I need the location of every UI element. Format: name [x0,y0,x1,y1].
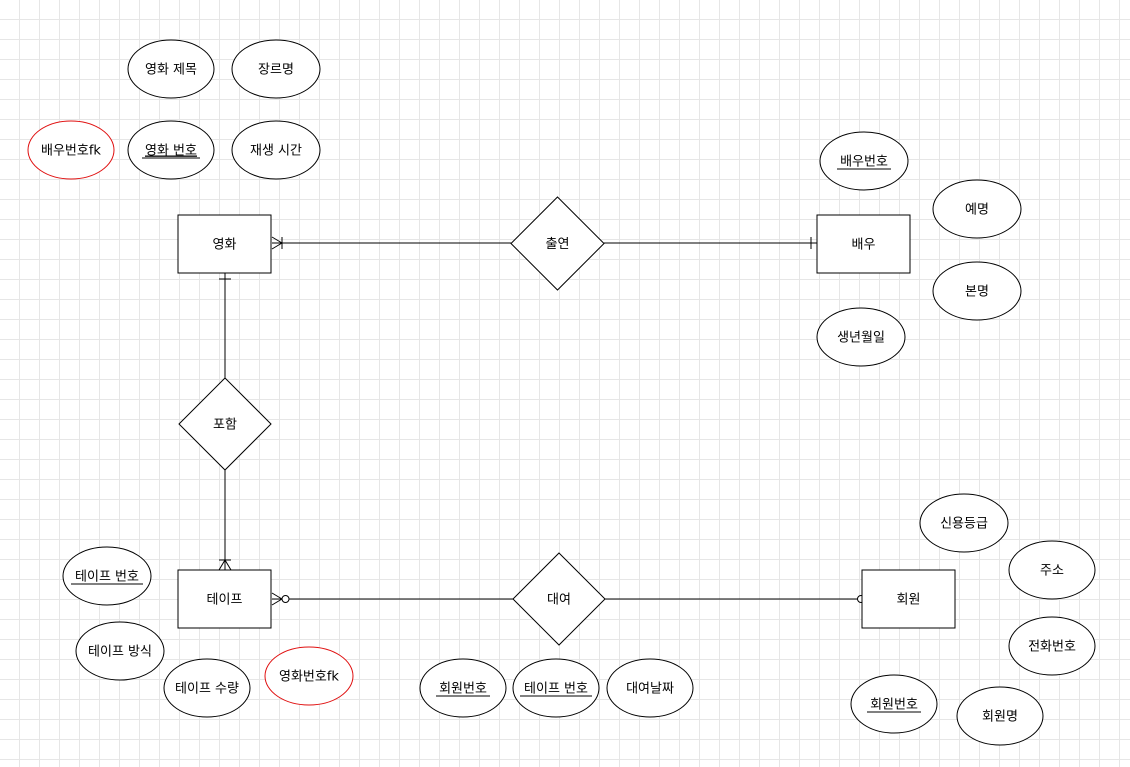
attribute-label-key: 영화 번호 [145,144,197,159]
attribute-tape-movie-fk[interactable]: 영화번호fk [264,646,354,706]
attribute-label: 장르명 [258,63,294,78]
attribute-label-key: 테이프 번호 [75,570,139,585]
attribute-label: 테이프 방식 [88,645,152,660]
attribute-label: 재생 시간 [250,144,302,159]
attribute-label: 영화번호fk [279,670,339,685]
relationships: 출연 포함 대여 [178,196,606,646]
attribute-tape-qty[interactable]: 테이프 수량 [163,658,251,718]
attribute-rental-member-no[interactable]: 회원번호 [419,658,507,718]
connector-appears-actor[interactable] [604,237,817,249]
attribute-address[interactable]: 주소 [1008,540,1096,600]
attribute-label-key: 배우번호 [840,155,888,170]
attribute-phone[interactable]: 전화번호 [1008,616,1096,676]
attribute-label: 주소 [1040,564,1064,579]
relationship-rental[interactable]: 대여 [512,552,606,646]
attributes: 영화 제목 장르명 배우번호fk 영화 번호 재생 시간 배우번호 예명 [27,39,1096,746]
attribute-label: 예명 [965,203,989,218]
attribute-birthdate[interactable]: 생년월일 [816,307,906,367]
attribute-runtime[interactable]: 재생 시간 [231,120,321,180]
entity-label-tape: 테이프 [207,593,243,608]
attribute-actor-no[interactable]: 배우번호 [819,131,909,191]
entities: 영화 배우 테이프 회원 [177,214,956,629]
attribute-tape-format[interactable]: 테이프 방식 [75,621,165,681]
relationship-label-rental: 대여 [547,593,571,608]
attribute-credit-grade[interactable]: 신용등급 [919,493,1009,553]
entity-label-actor: 배우 [852,238,876,253]
relationship-contains[interactable]: 포함 [178,377,272,471]
attribute-movie-title[interactable]: 영화 제목 [127,39,215,99]
attribute-member-name[interactable]: 회원명 [956,686,1044,746]
attribute-label: 대여날짜 [626,682,674,697]
attribute-label: 배우번호fk [41,144,101,159]
entity-tape[interactable]: 테이프 [177,569,272,629]
attribute-label: 영화 제목 [145,63,197,78]
entity-movie[interactable]: 영화 [177,214,272,274]
attribute-rental-tape-no[interactable]: 테이프 번호 [512,658,600,718]
attribute-movie-no[interactable]: 영화 번호 [127,120,215,180]
attribute-label: 테이프 수량 [175,682,239,697]
attribute-label: 전화번호 [1028,640,1076,655]
entity-label-movie: 영화 [213,238,237,253]
attribute-real-name[interactable]: 본명 [932,261,1022,321]
attribute-label-key: 회원번호 [870,698,918,713]
relationship-label-contains: 포함 [213,418,237,433]
relationship-label-appears: 출연 [546,237,570,252]
relationship-appears[interactable]: 출연 [510,196,605,291]
connector-contains-tape[interactable] [218,470,232,571]
attribute-movie-actor-fk[interactable]: 배우번호fk [27,120,115,180]
entity-member[interactable]: 회원 [861,569,956,629]
attribute-stage-name[interactable]: 예명 [932,179,1022,239]
attribute-rental-date[interactable]: 대여날짜 [606,658,694,718]
attribute-member-no[interactable]: 회원번호 [850,674,938,734]
connector-movie-appears[interactable] [271,236,511,250]
attribute-label: 생년월일 [837,331,885,346]
attribute-genre[interactable]: 장르명 [231,39,321,99]
entity-label-member: 회원 [897,593,921,608]
attribute-tape-no[interactable]: 테이프 번호 [62,546,152,606]
connector-rental-member[interactable] [605,595,865,603]
attribute-label: 신용등급 [940,517,988,532]
attribute-label: 본명 [965,285,989,300]
entity-actor[interactable]: 배우 [816,214,911,274]
connectors [218,236,865,606]
connector-tape-rental[interactable] [271,592,513,606]
connector-movie-contains[interactable] [219,273,231,378]
attribute-label-key: 테이프 번호 [524,682,588,697]
attribute-label: 회원명 [982,710,1018,725]
attribute-label-key: 회원번호 [439,682,487,697]
